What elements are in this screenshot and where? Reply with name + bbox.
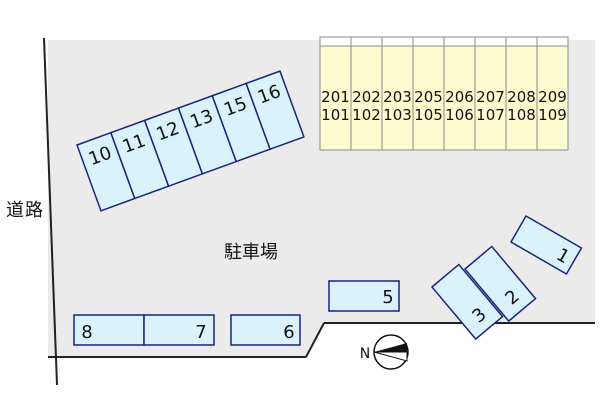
slot-number-5: 5 [382, 287, 393, 308]
parking-slot-7 [143, 314, 215, 346]
compass-north-letter: N [360, 346, 370, 362]
apartment-building [319, 36, 569, 151]
parking-slot-8 [73, 314, 145, 346]
slot-number-7: 7 [195, 322, 206, 343]
parking-slot-5 [328, 280, 400, 312]
lot-step-edge [305, 322, 325, 358]
parking-lot-label: 駐車場 [224, 242, 278, 263]
parking-slot-6 [230, 314, 301, 346]
parking-slot-16 [245, 70, 305, 151]
compass-icon: N [360, 334, 409, 370]
road-label: 道路 [6, 200, 44, 221]
parking-slot-1: 1 [509, 214, 583, 276]
slot-number-6: 6 [283, 322, 294, 343]
parking-slot-3: 3 [430, 263, 504, 341]
parking-row-angled: 10 11 12 13 15 16 [76, 70, 305, 212]
road-boundary-line [43, 37, 58, 386]
parking-slot-2: 2 [463, 245, 537, 323]
slot-number-8: 8 [81, 322, 92, 343]
